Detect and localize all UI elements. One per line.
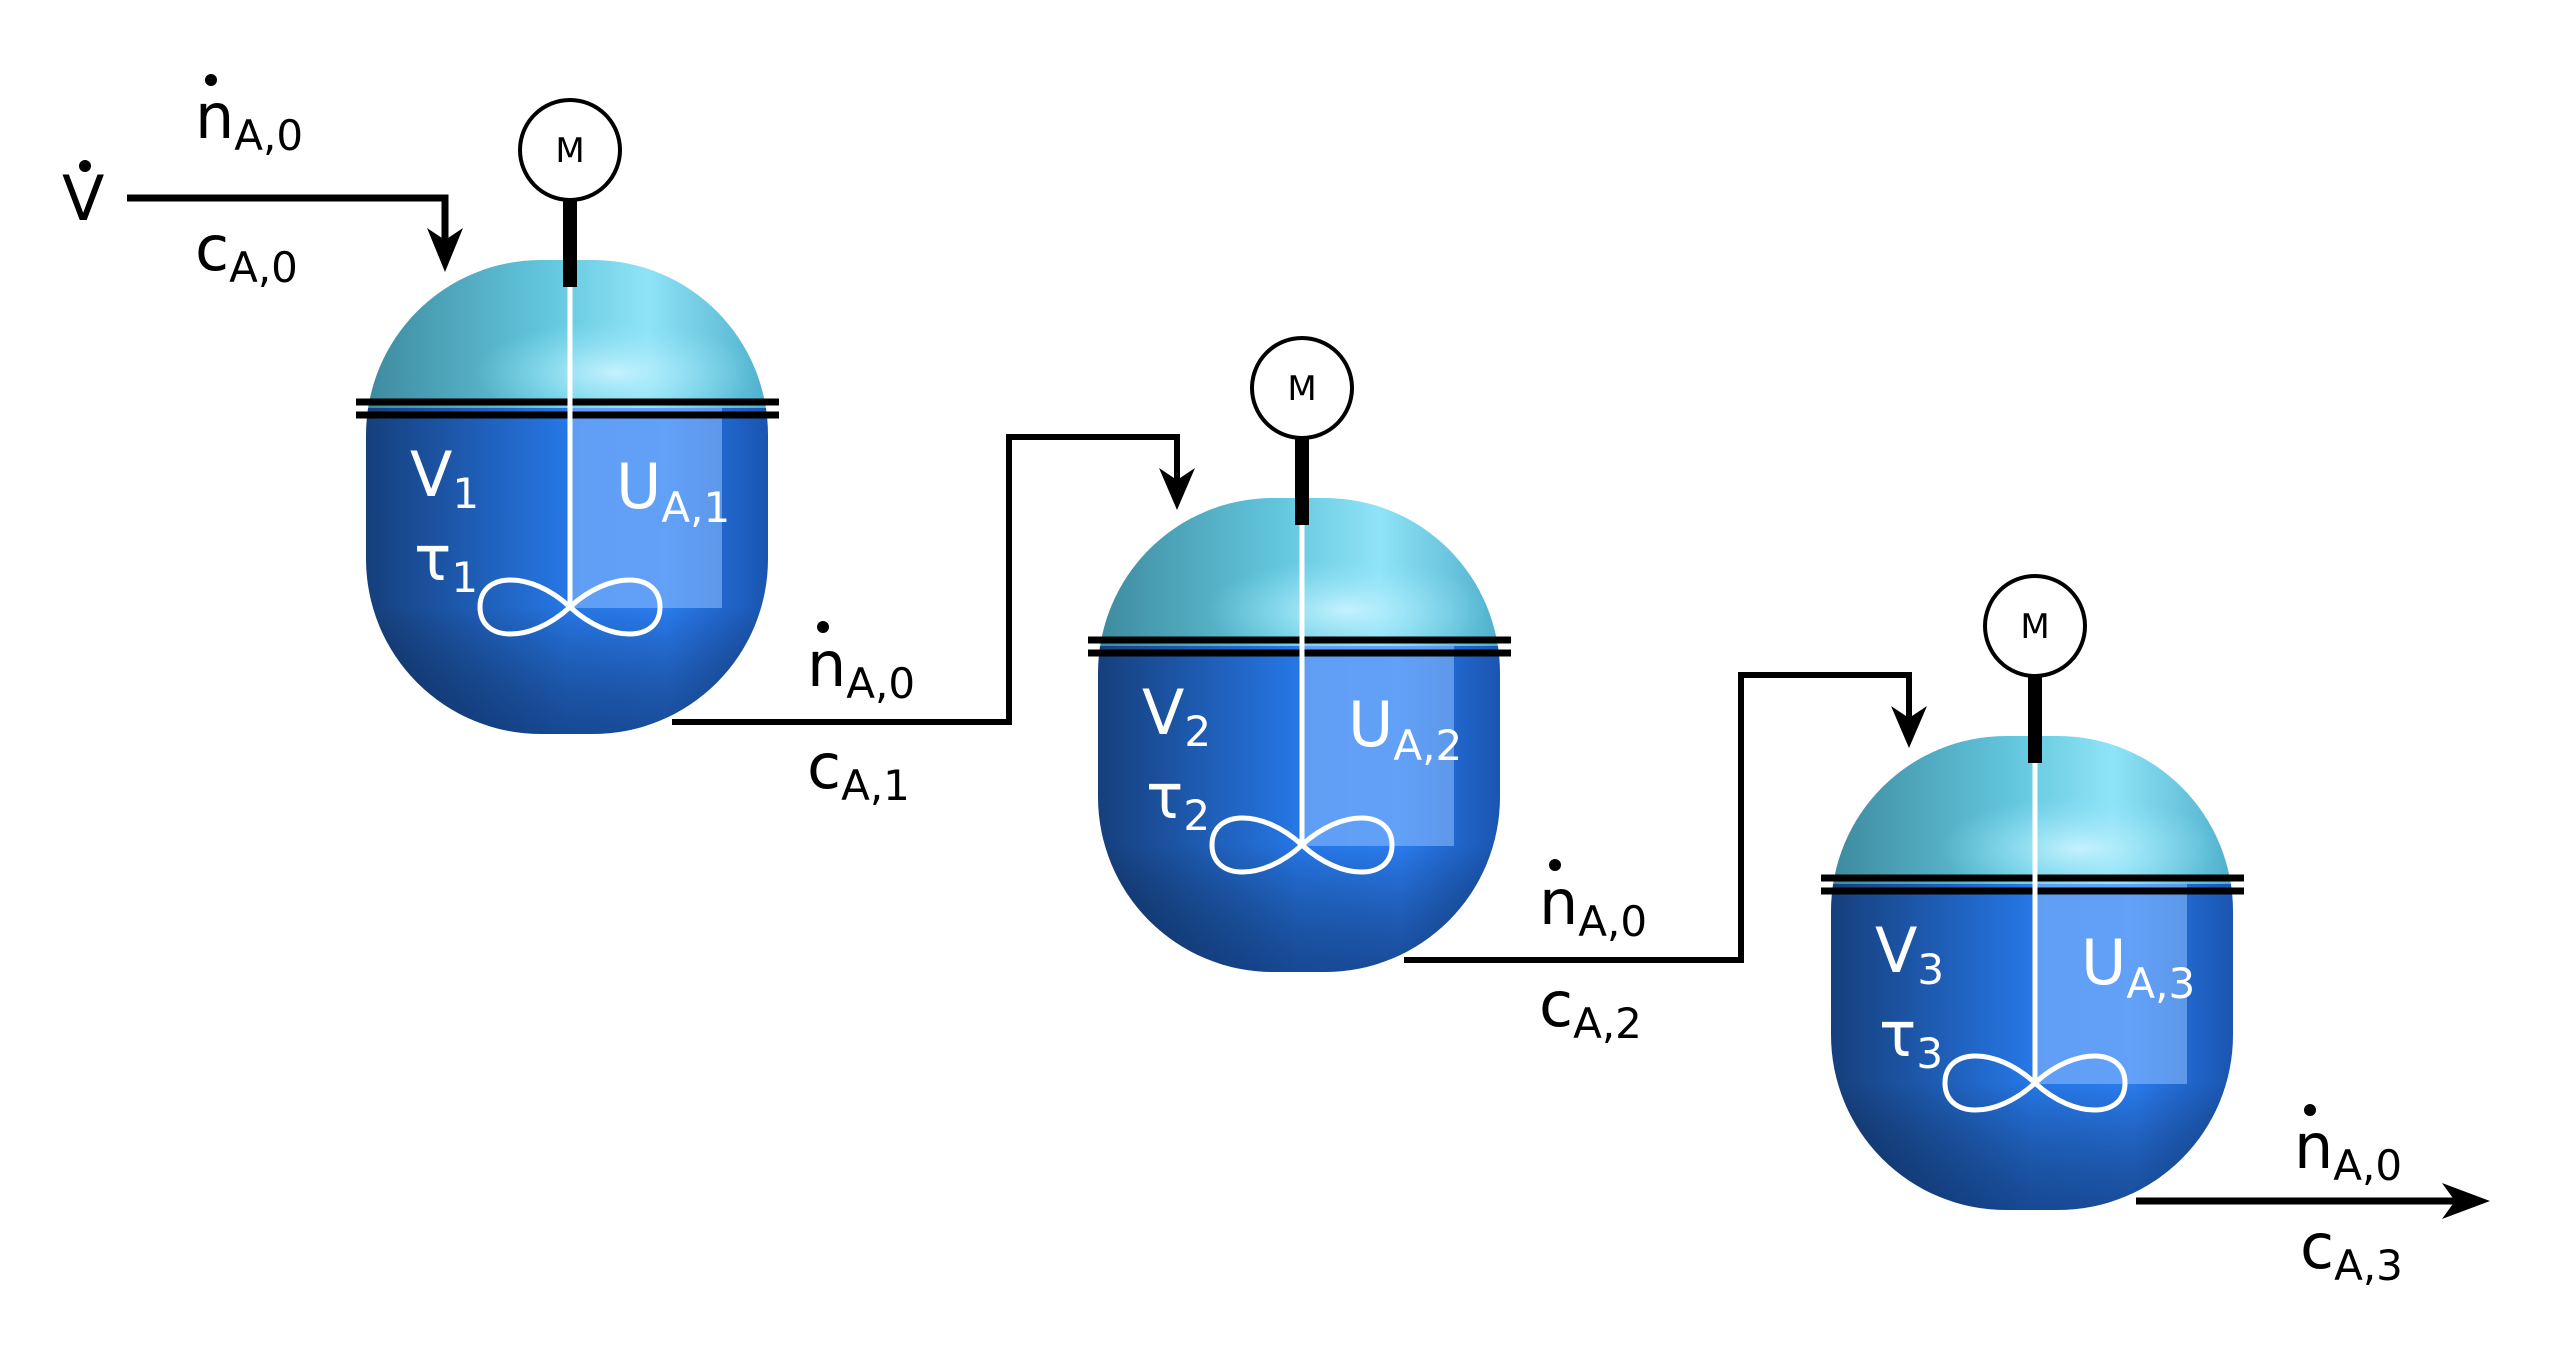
conversion-label: UA,3 [2081, 926, 2195, 1008]
volume-label: V2 [1142, 676, 1211, 756]
svg-text:nA,0: nA,0 [1539, 866, 1647, 946]
motor-shaft [2028, 676, 2042, 763]
motor-icon [1983, 574, 2087, 678]
reactor-1: M V1 τ1 UA,1 [356, 98, 779, 734]
impeller-icon [1209, 815, 1395, 875]
arrow-right-icon [2442, 1183, 2490, 1219]
reactor-3: M V3 τ3 UA,3 [1821, 574, 2244, 1210]
arrow-down-icon [1159, 468, 1195, 510]
motor-shaft [1295, 438, 1309, 525]
dot-accent [79, 160, 91, 172]
conversion-label: UA,1 [616, 450, 730, 532]
motor-icon [1250, 336, 1354, 440]
svg-text:nA,0: nA,0 [2294, 1110, 2402, 1190]
impeller-icon [1942, 1053, 2128, 1113]
volumetric-flow-label: V [62, 162, 104, 235]
reactor-2: M V2 τ2 UA,2 [1088, 336, 1511, 972]
volume-label: V1 [410, 438, 479, 518]
motor-icon [518, 98, 622, 202]
inlet-pipe [127, 194, 449, 250]
svg-text:cA,3: cA,3 [2300, 1210, 2403, 1290]
arrow-down-icon [427, 228, 463, 272]
stream-label-2: nA,0 cA,2 [1539, 859, 1647, 1048]
svg-text:cA,2: cA,2 [1539, 968, 1642, 1048]
residence-time-label: τ1 [414, 522, 478, 602]
motor-label: M [555, 131, 584, 171]
residence-time-label: τ2 [1146, 760, 1210, 840]
impeller-icon [477, 577, 663, 637]
motor-label: M [1287, 369, 1316, 409]
svg-text:nA,0: nA,0 [807, 628, 915, 708]
outlet-pipe [2136, 1183, 2490, 1219]
motor-shaft [563, 200, 577, 287]
motor-label: M [2020, 607, 2049, 647]
residence-time-label: τ3 [1879, 998, 1943, 1078]
stream-label-3: nA,0 cA,3 [2294, 1104, 2403, 1290]
pipe-2-3 [1404, 672, 1927, 963]
conversion-label: UA,2 [1348, 688, 1462, 770]
inlet-concentration-label: cA,0 [195, 212, 298, 292]
arrow-down-icon [1891, 706, 1927, 748]
stream-label-1: nA,0 cA,1 [807, 621, 915, 810]
inlet-molar-flow-label: nA,0 [195, 80, 303, 160]
pipe-1-2 [672, 434, 1195, 725]
inlet-stream: V nA,0 cA,0 [62, 74, 463, 292]
dot-accent [205, 74, 217, 86]
volume-label: V3 [1875, 914, 1944, 994]
svg-text:cA,1: cA,1 [807, 730, 910, 810]
